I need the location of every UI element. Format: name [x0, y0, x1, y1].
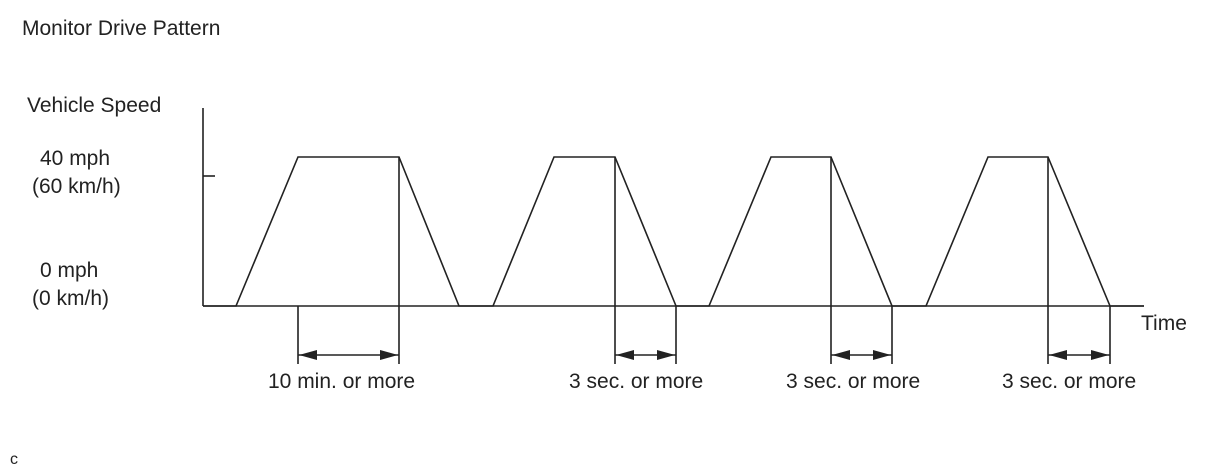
- duration-label-1: 10 min. or more: [268, 370, 416, 393]
- arrowhead: [1091, 350, 1109, 360]
- diagram-title: Monitor Drive Pattern: [22, 17, 221, 40]
- y-axis-label: Vehicle Speed: [27, 94, 162, 117]
- corner-mark: C: [10, 451, 18, 468]
- arrowhead: [616, 350, 634, 360]
- y-tick-high-kmh: (60 km/h): [32, 175, 121, 198]
- arrowhead: [873, 350, 891, 360]
- duration-label-4: 3 sec. or more: [1002, 370, 1137, 393]
- arrowhead: [380, 350, 398, 360]
- y-tick-low-mph: 0 mph: [40, 259, 99, 282]
- duration-label-3: 3 sec. or more: [786, 370, 921, 393]
- y-tick-high-mph: 40 mph: [40, 147, 111, 170]
- duration-label-2: 3 sec. or more: [569, 370, 704, 393]
- y-tick-low-kmh: (0 km/h): [32, 287, 110, 310]
- arrowhead: [1049, 350, 1067, 360]
- arrowhead: [299, 350, 317, 360]
- speed-trace: [203, 156, 1144, 307]
- arrowhead: [832, 350, 850, 360]
- x-axis-label: Time: [1141, 312, 1187, 335]
- arrowhead: [657, 350, 675, 360]
